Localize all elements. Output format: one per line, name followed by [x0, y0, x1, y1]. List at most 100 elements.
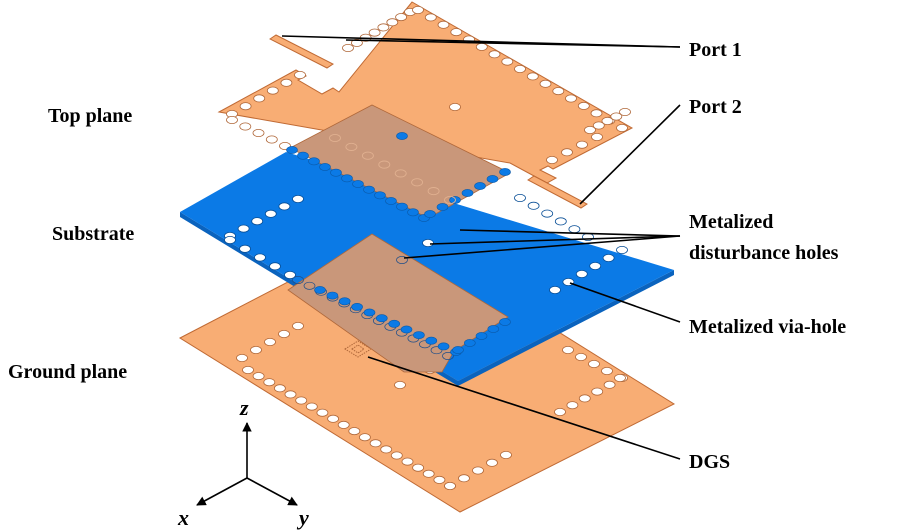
via-hole	[314, 286, 326, 294]
via-hole	[591, 132, 603, 141]
via-hole	[619, 108, 631, 117]
via-hole	[424, 13, 437, 22]
disturbance-hole	[449, 103, 461, 112]
port-1-feedline	[269, 34, 334, 69]
via-hole	[562, 345, 574, 354]
via-hole	[375, 314, 388, 323]
x-axis-label: x	[177, 505, 189, 530]
via-hole	[369, 439, 382, 448]
via-hole	[444, 195, 456, 205]
via-hole	[400, 325, 413, 334]
via-hole	[568, 225, 581, 234]
label-disturbance-line2: disturbance holes	[689, 242, 839, 264]
via-hole	[442, 352, 454, 360]
via-hole	[461, 189, 474, 197]
via-hole	[319, 163, 331, 171]
top-plane-holes	[226, 6, 631, 222]
via-hole	[338, 297, 351, 306]
via-hole	[264, 209, 277, 218]
via-hole	[437, 342, 450, 351]
via-hole	[308, 157, 320, 166]
via-hole	[514, 65, 526, 74]
via-hole	[584, 126, 596, 135]
via-hole	[327, 414, 340, 423]
disturbance-hole	[396, 256, 408, 264]
via-hole	[475, 332, 488, 340]
via-hole	[499, 168, 511, 176]
substrate	[180, 152, 674, 386]
label-port-2: Port 2	[689, 96, 742, 118]
via-hole	[578, 394, 591, 403]
via-hole	[350, 38, 363, 47]
via-hole	[601, 366, 613, 375]
via-hole	[269, 262, 281, 271]
via-hole	[345, 142, 358, 151]
via-hole	[386, 18, 399, 27]
via-hole	[278, 329, 290, 338]
via-hole	[341, 174, 353, 183]
via-hole	[351, 302, 363, 311]
via-hole	[487, 325, 500, 333]
via-hole	[374, 191, 386, 200]
z-axis-label: z	[239, 395, 249, 420]
via-hole	[348, 427, 361, 436]
via-hole	[411, 178, 424, 187]
via-hole	[436, 203, 449, 211]
via-hole	[575, 269, 588, 278]
via-hole	[527, 201, 540, 210]
substrate-via-holes	[224, 193, 628, 360]
via-hole	[264, 337, 276, 346]
via-hole	[253, 94, 266, 103]
via-hole	[501, 57, 514, 66]
via-hole	[358, 433, 371, 442]
via-hole	[616, 124, 628, 133]
label-substrate: Substrate	[52, 223, 134, 245]
via-hole	[254, 253, 266, 262]
via-hole	[330, 168, 342, 177]
substrate-edge-right	[458, 270, 674, 386]
via-hole	[237, 224, 250, 233]
via-hole	[499, 318, 511, 326]
via-hole	[305, 402, 318, 411]
label-port-1: Port 1	[689, 39, 742, 61]
y-axis-arrow	[246, 477, 298, 506]
leader-dgs	[367, 356, 681, 460]
via-hole	[239, 102, 252, 111]
via-hole	[500, 450, 512, 459]
via-hole	[575, 352, 587, 361]
leader-disturbance-3	[403, 235, 681, 259]
via-hole	[363, 185, 375, 194]
x-axis-arrow	[196, 477, 248, 506]
via-hole	[610, 112, 623, 121]
via-hole	[385, 197, 397, 205]
via-hole	[278, 202, 291, 211]
via-hole	[552, 87, 565, 96]
via-hole	[589, 261, 602, 270]
via-hole	[292, 276, 304, 284]
via-hole	[242, 365, 254, 374]
via-hole	[554, 407, 566, 416]
disturbance-hole	[396, 132, 408, 140]
via-hole	[337, 420, 350, 429]
via-hole	[396, 202, 408, 211]
ground-plane-holes	[236, 321, 628, 490]
via-hole	[252, 372, 265, 381]
via-hole	[407, 208, 419, 217]
via-hole	[284, 270, 296, 279]
via-hole	[576, 140, 588, 149]
via-hole	[412, 463, 425, 472]
via-hole	[292, 321, 304, 330]
via-hole	[316, 408, 329, 417]
via-hole	[437, 20, 450, 29]
via-hole	[592, 121, 605, 130]
via-hole	[377, 23, 390, 32]
via-hole	[292, 194, 304, 203]
via-hole	[614, 373, 626, 382]
via-hole	[294, 71, 306, 80]
via-hole	[239, 244, 251, 253]
via-hole	[395, 13, 408, 22]
via-hole	[433, 475, 446, 484]
via-hole	[526, 72, 539, 81]
via-hole	[297, 151, 309, 160]
via-hole	[422, 469, 435, 478]
